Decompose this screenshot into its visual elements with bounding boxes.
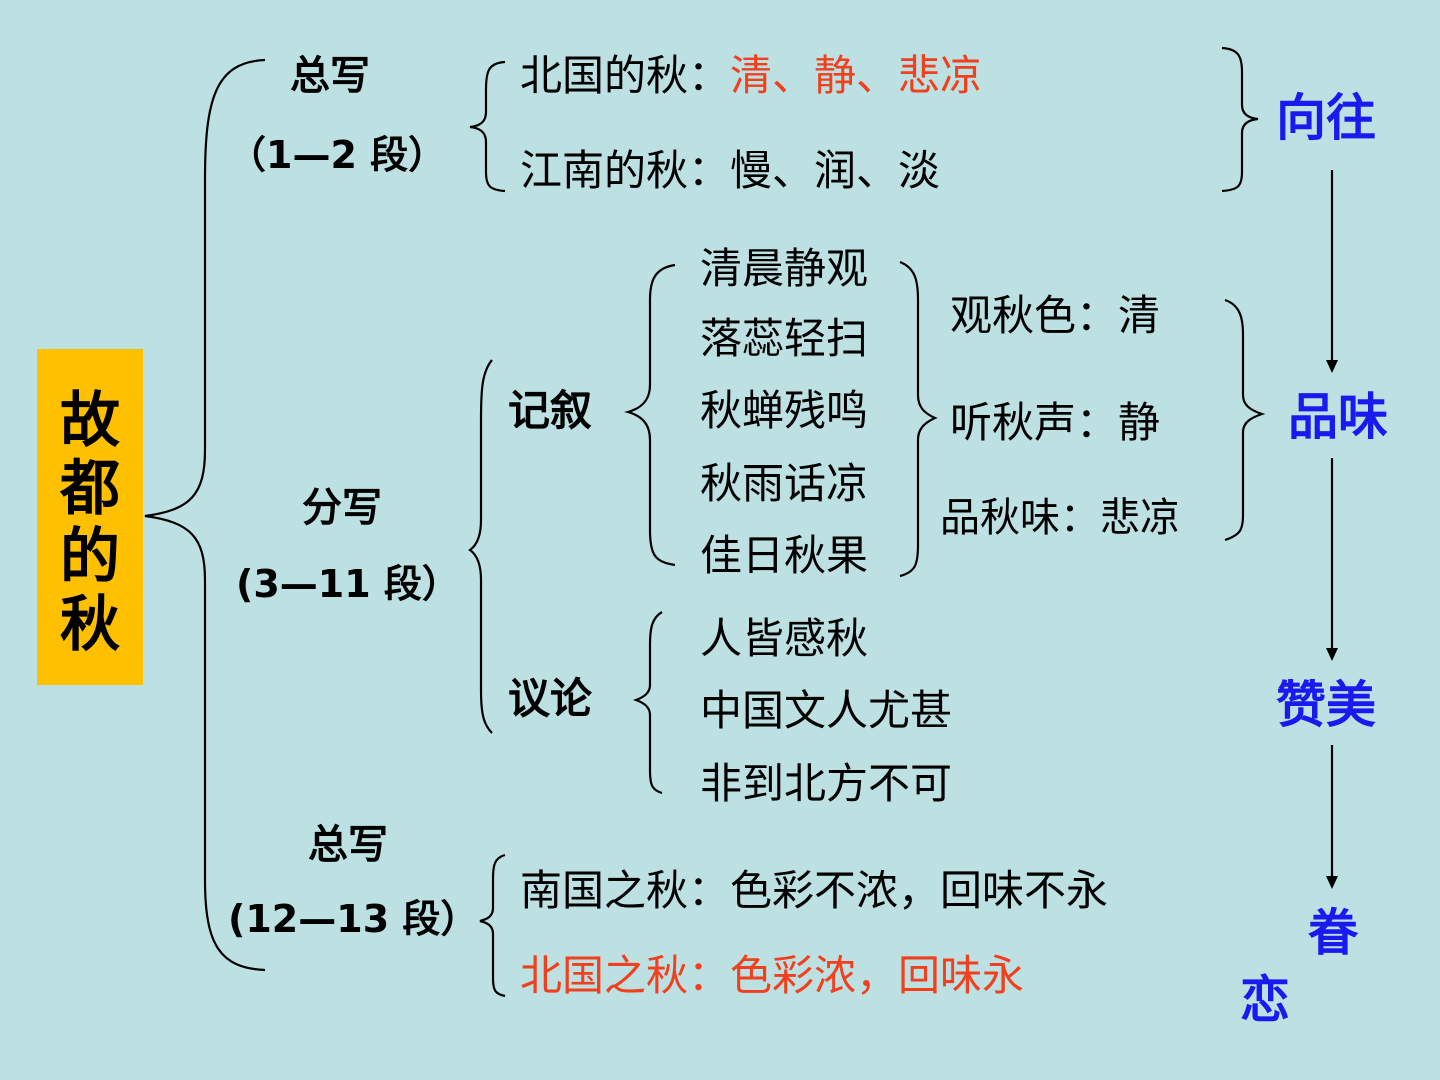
body-brace xyxy=(468,359,493,734)
discussion-label: 议论 xyxy=(508,674,593,723)
senses-right-brace xyxy=(1224,298,1266,542)
arrow-head-3 xyxy=(1326,876,1338,889)
intro-brace xyxy=(469,60,506,193)
arrow-head-2 xyxy=(1326,648,1338,661)
emotion-attachment-2: 恋 xyxy=(1240,971,1290,1029)
body-range: (3—11 段） xyxy=(236,562,460,606)
narrative-scene-3: 秋蝉残鸣 xyxy=(700,386,869,435)
emotion-praise: 赞美 xyxy=(1276,676,1376,734)
intro-north-line: 北国的秋：清、静、悲凉 xyxy=(520,55,982,97)
outro-south-line: 南国之秋：色彩不浓，回味不永 xyxy=(520,866,1109,915)
discussion-brace xyxy=(632,611,663,795)
narrative-scene-2: 落蕊轻扫 xyxy=(700,314,869,363)
sense-sound: 听秋声：静 xyxy=(950,398,1161,447)
narrative-scene-4: 秋雨话凉 xyxy=(700,459,869,508)
page-title: 故都的秋 xyxy=(60,386,120,660)
narrative-scene-5: 佳日秋果 xyxy=(700,531,869,580)
discussion-point-1: 人皆感秋 xyxy=(700,614,869,663)
narrative-left-brace xyxy=(624,263,676,567)
intro-right-brace xyxy=(1221,46,1259,193)
outro-label: 总写 xyxy=(308,822,388,868)
narrative-right-brace xyxy=(899,260,938,578)
outro-north-line: 北国之秋：色彩浓，回味永 xyxy=(520,951,1025,1000)
discussion-point-2: 中国文人尤甚 xyxy=(700,686,953,735)
emotion-yearning: 向往 xyxy=(1276,89,1376,147)
emotion-savoring: 品味 xyxy=(1288,388,1388,446)
narrative-label: 记叙 xyxy=(508,386,593,435)
emotion-attachment-1: 眷 xyxy=(1308,904,1358,962)
intro-south-line: 江南的秋：慢、润、淡 xyxy=(520,146,941,195)
intro-range: （1—2 段） xyxy=(228,133,447,177)
outro-brace xyxy=(479,853,506,998)
discussion-point-3: 非到北方不可 xyxy=(700,759,953,808)
sense-sight: 观秋色：清 xyxy=(950,291,1161,340)
narrative-scene-1: 清晨静观 xyxy=(700,244,869,293)
title-box: 故都的秋 xyxy=(37,349,143,685)
intro-north-prefix: 北国的秋： xyxy=(520,51,731,100)
main-brace xyxy=(144,58,266,972)
sense-taste: 品秋味：悲凉 xyxy=(940,495,1180,541)
intro-label: 总写 xyxy=(290,53,370,99)
body-label: 分写 xyxy=(302,485,382,531)
intro-north-traits: 清、静、悲凉 xyxy=(730,51,983,100)
outro-range: (12—13 段） xyxy=(228,897,479,941)
arrow-head-1 xyxy=(1326,360,1338,373)
